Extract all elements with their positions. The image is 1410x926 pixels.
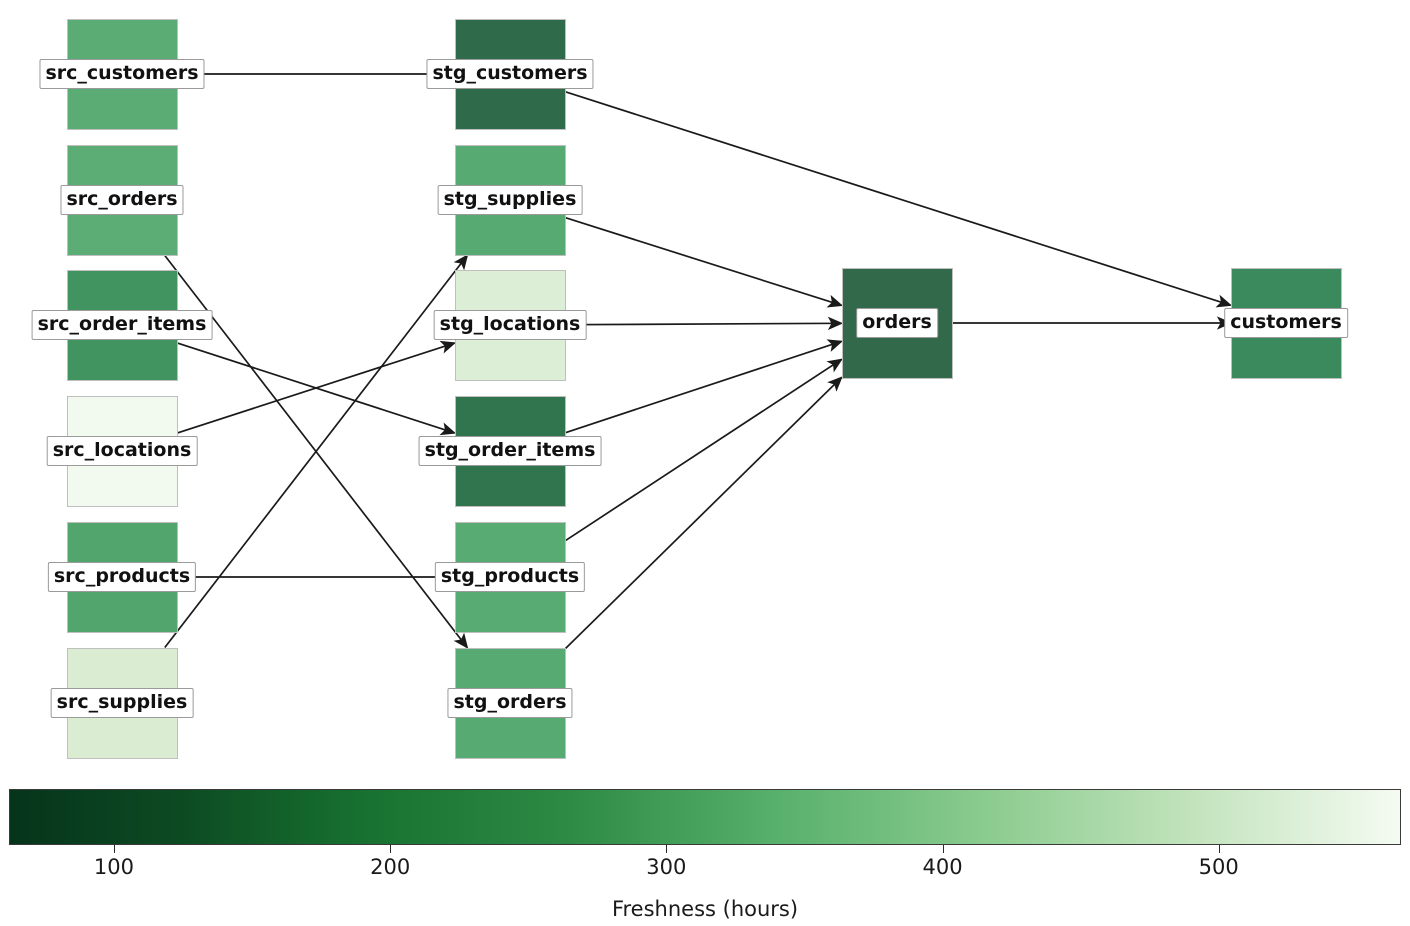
colorbar[interactable]: 100 200 300 400 500 <box>9 789 1401 879</box>
colorbar-tick-label-200: 200 <box>370 855 411 879</box>
colorbar-tick-label-500: 500 <box>1198 855 1239 879</box>
node-label-src_orders[interactable]: src_orders <box>60 185 184 215</box>
colorbar-gradient <box>9 789 1401 845</box>
node-label-src_products[interactable]: src_products <box>47 562 197 592</box>
node-label-stg_order_items[interactable]: stg_order_items <box>418 436 602 466</box>
colorbar-tick-100 <box>113 845 115 853</box>
colorbar-tick-200 <box>390 845 392 853</box>
node-label-stg_products[interactable]: stg_products <box>434 562 586 592</box>
node-label-customers[interactable]: customers <box>1224 308 1348 338</box>
node-label-src_order_items[interactable]: src_order_items <box>31 310 213 340</box>
edge-src_order_items-to-stg_order_items <box>177 342 457 436</box>
colorbar-tick-300 <box>666 845 668 853</box>
node-label-stg_supplies[interactable]: stg_supplies <box>437 185 583 215</box>
edge-stg_locations-to-orders <box>565 316 844 330</box>
node-label-src_customers[interactable]: src_customers <box>39 59 205 89</box>
edge-stg_products-to-orders <box>565 358 843 542</box>
node-label-stg_orders[interactable]: stg_orders <box>447 688 573 718</box>
node-label-src_locations[interactable]: src_locations <box>46 436 198 466</box>
colorbar-tick-label-100: 100 <box>93 855 134 879</box>
node-label-stg_customers[interactable]: stg_customers <box>426 59 594 89</box>
colorbar-tick-label-300: 300 <box>646 855 687 879</box>
edge-stg_order_items-to-orders <box>565 339 844 434</box>
edge-stg_orders-to-orders <box>564 376 843 650</box>
colorbar-tick-500 <box>1218 845 1220 853</box>
colorbar-tick-label-400: 400 <box>922 855 963 879</box>
edge-stg_supplies-to-orders <box>565 216 844 308</box>
node-label-src_supplies[interactable]: src_supplies <box>50 688 194 718</box>
colorbar-tick-400 <box>942 845 944 853</box>
node-label-orders[interactable]: orders <box>856 308 938 338</box>
colorbar-axis-label: Freshness (hours) <box>611 897 799 921</box>
node-label-stg_locations[interactable]: stg_locations <box>433 310 587 340</box>
edge-src_locations-to-stg_locations <box>177 340 457 434</box>
